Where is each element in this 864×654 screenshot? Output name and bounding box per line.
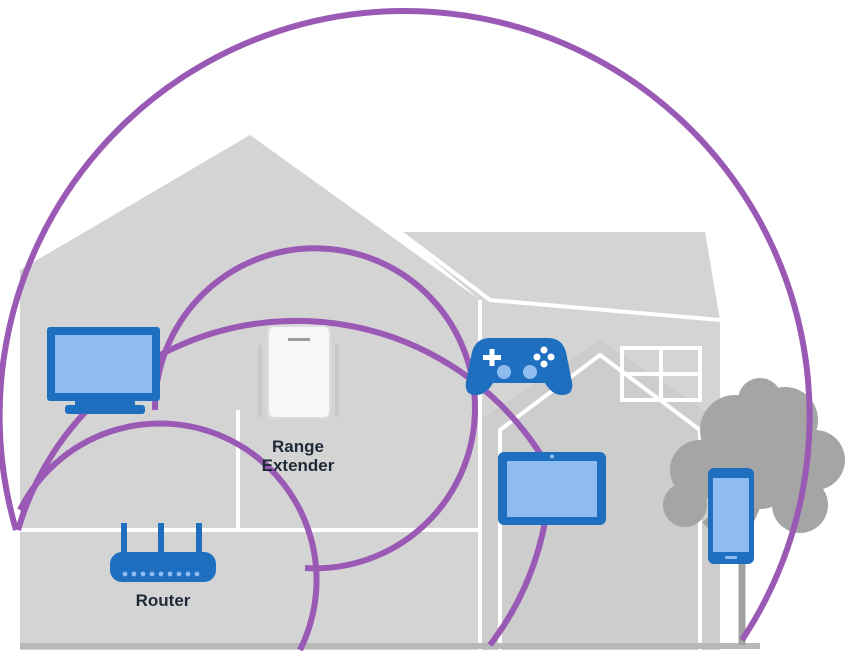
house-outline-roofline xyxy=(398,230,721,322)
range-extender-label-line1: Range xyxy=(272,437,324,456)
range-extender-label: Range Extender xyxy=(248,437,348,475)
smartphone-icon xyxy=(708,468,754,564)
router-label: Router xyxy=(135,591,191,610)
tv-icon xyxy=(47,327,160,414)
router-icon xyxy=(110,523,216,582)
signal-ring-router xyxy=(17,420,320,652)
range-extender-icon xyxy=(258,325,339,419)
game-controller-icon xyxy=(465,338,573,395)
house xyxy=(20,135,760,650)
signal-ring-outer xyxy=(0,7,813,642)
ground-line xyxy=(20,643,760,649)
house-main-gable xyxy=(20,135,480,650)
signal-ring-inner xyxy=(151,245,478,572)
range-extender-label-line2: Extender xyxy=(261,456,335,475)
tablet-icon xyxy=(498,452,606,525)
house-window xyxy=(620,346,702,402)
